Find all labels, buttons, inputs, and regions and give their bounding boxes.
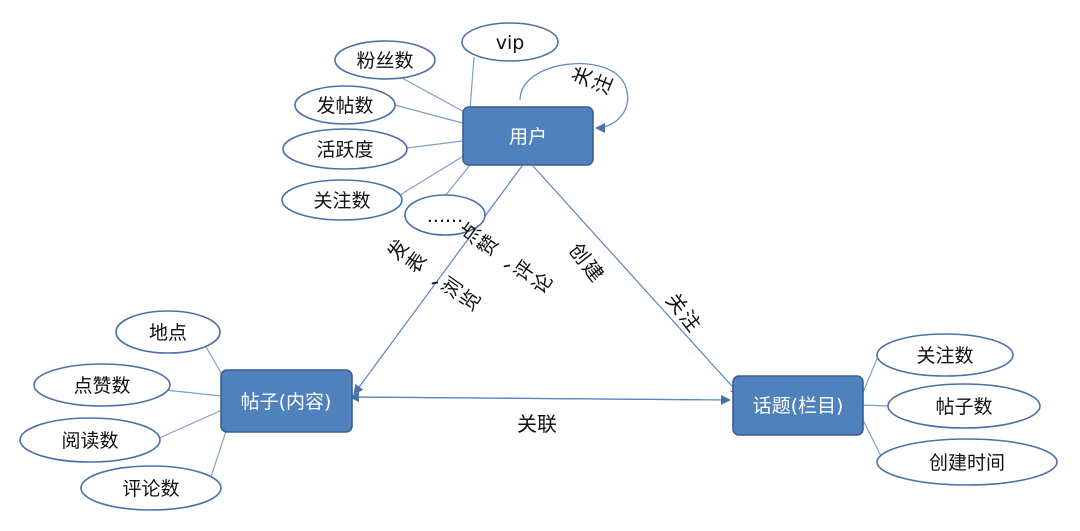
label-self-follow: 关 注 <box>567 62 617 98</box>
user-attr-fans: 粉丝数 <box>334 40 436 80</box>
label-like-comment: 点 赞 、 评 论 <box>454 218 557 299</box>
post-attr-location: 地点 <box>115 310 221 354</box>
post-attr-reads: 阅读数 <box>19 417 161 463</box>
topic-attr-posts-label: 帖子数 <box>935 396 992 418</box>
label-create: 创 建 <box>564 238 609 286</box>
user-attributes: vip 粉丝数 发帖数 活跃度 关注数 ...... <box>281 22 559 236</box>
topic-attr-follows: 关注数 <box>876 333 1014 377</box>
user-attr-vip: vip <box>461 22 559 62</box>
entity-user: 用户 <box>462 106 594 166</box>
user-attr-fans-label: 粉丝数 <box>356 50 413 72</box>
entity-topic: 话题(栏目) <box>732 375 864 436</box>
arrow-self-follow <box>519 63 629 133</box>
post-attr-reads-label: 阅读数 <box>61 430 118 452</box>
user-attr-more: ...... <box>404 194 486 236</box>
topic-attr-created: 创建时间 <box>876 438 1058 486</box>
user-attr-vip-label: vip <box>496 32 525 54</box>
entity-post-label: 帖子(内容) <box>241 391 332 413</box>
user-attribute-connectors <box>394 56 475 197</box>
topic-attr-follows-label: 关注数 <box>916 345 973 367</box>
post-attr-comments: 评论数 <box>80 465 222 511</box>
entity-user-label: 用户 <box>509 126 547 148</box>
arrow-user-to-post <box>353 165 523 395</box>
relation-arrows <box>349 63 741 405</box>
topic-attr-created-label: 创建时间 <box>929 452 1005 474</box>
label-association: 关联 <box>517 412 557 436</box>
label-topic-follow: 关 注 <box>661 288 706 336</box>
arrow-user-to-topic <box>532 165 741 396</box>
entity-post: 帖子(内容) <box>220 369 353 433</box>
entity-topic-label: 话题(栏目) <box>753 395 844 417</box>
topic-attr-posts: 帖子数 <box>887 383 1041 429</box>
user-attr-posts-label: 发帖数 <box>316 95 373 117</box>
user-attr-more-label: ...... <box>427 205 463 227</box>
post-attribute-connectors <box>154 344 229 481</box>
topic-attributes: 关注数 帖子数 创建时间 <box>876 333 1058 486</box>
post-attributes: 地点 点赞数 阅读数 评论数 <box>19 310 222 511</box>
user-attr-follows: 关注数 <box>281 179 403 221</box>
post-attr-likes-label: 点赞数 <box>73 375 130 397</box>
post-attr-comments-label: 评论数 <box>122 478 179 500</box>
post-attr-likes: 点赞数 <box>33 363 171 407</box>
label-publish-browse: 发 表 、 浏 览 <box>382 235 485 316</box>
topic-attribute-connectors <box>861 355 889 459</box>
user-attr-posts: 发帖数 <box>294 85 396 125</box>
arrow-post-topic-left <box>349 392 701 403</box>
user-attr-activity-label: 活跃度 <box>316 139 373 161</box>
user-attr-activity: 活跃度 <box>282 128 408 170</box>
user-attr-follows-label: 关注数 <box>313 190 370 212</box>
post-attr-location-label: 地点 <box>149 322 187 344</box>
